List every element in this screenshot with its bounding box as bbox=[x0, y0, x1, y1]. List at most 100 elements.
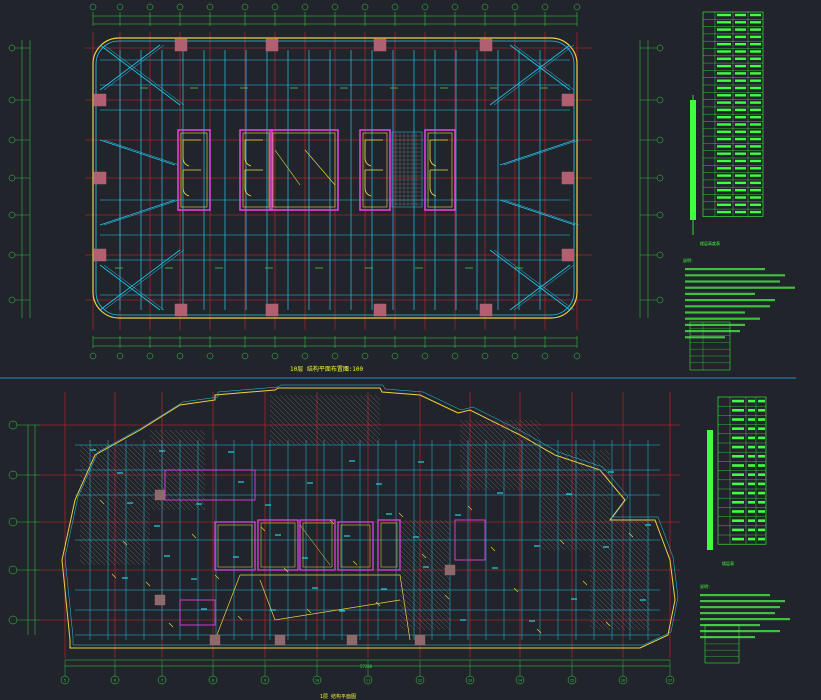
hatch-line bbox=[79, 479, 151, 551]
table-cell-text bbox=[732, 519, 744, 522]
table-cell-text bbox=[732, 427, 744, 430]
table-cell-text bbox=[717, 28, 731, 31]
rebar-mark bbox=[237, 615, 243, 621]
table-cell-text bbox=[717, 57, 731, 60]
note-line bbox=[685, 336, 725, 339]
hatch-line bbox=[484, 419, 541, 476]
hatch-line bbox=[459, 474, 476, 491]
table-cell-text bbox=[758, 510, 765, 513]
hatch-line bbox=[364, 394, 381, 411]
axis-label: 7 bbox=[161, 679, 163, 683]
rebar-mark bbox=[444, 594, 450, 600]
hatch-line bbox=[399, 574, 451, 626]
hatch-line bbox=[149, 454, 206, 511]
table-cell-text bbox=[735, 116, 746, 119]
hatch-line bbox=[79, 539, 106, 566]
table-cell-text bbox=[748, 537, 755, 541]
hatch-line bbox=[619, 519, 651, 551]
note-line bbox=[700, 636, 755, 639]
core-inner-wall bbox=[427, 132, 453, 208]
table-cell-text bbox=[735, 159, 746, 163]
table-cell-text bbox=[732, 399, 744, 403]
table-cell-text bbox=[758, 491, 765, 495]
core-wall bbox=[214, 521, 256, 571]
table-cell-text bbox=[732, 445, 744, 449]
hatch-line bbox=[269, 409, 306, 446]
column bbox=[346, 634, 358, 646]
hatch-line bbox=[399, 579, 451, 631]
core-inner-wall bbox=[260, 522, 296, 568]
rebar-mark bbox=[352, 560, 358, 566]
table-cell-text bbox=[748, 409, 755, 412]
hatch-line bbox=[539, 534, 556, 551]
table-cell-text bbox=[732, 482, 744, 486]
axis-bubble bbox=[481, 352, 489, 360]
hatch-line bbox=[599, 519, 651, 571]
diagonal-beam bbox=[493, 44, 575, 106]
table-cell-text bbox=[750, 101, 761, 104]
table-cell-text bbox=[717, 174, 731, 177]
hatched-area bbox=[269, 394, 381, 446]
table-cell-text bbox=[748, 399, 755, 403]
hatch-line bbox=[589, 564, 651, 626]
column bbox=[93, 93, 107, 107]
diagonal-beam bbox=[99, 44, 181, 106]
rebar-mark bbox=[628, 532, 634, 538]
table-cell-text bbox=[750, 28, 761, 31]
axis-bubble bbox=[511, 3, 519, 11]
hatch-line bbox=[624, 519, 651, 546]
table-cell-text bbox=[750, 21, 761, 24]
table-cell-text bbox=[758, 501, 765, 504]
table-cell-text bbox=[735, 174, 746, 177]
bottom-table-label: 楼层表 bbox=[722, 560, 734, 566]
hatch-line bbox=[369, 394, 381, 406]
table-cell-text bbox=[758, 436, 765, 440]
table-cell-text bbox=[732, 528, 744, 532]
note-line bbox=[700, 612, 775, 615]
table-cell-text bbox=[717, 94, 731, 97]
hatch-line bbox=[539, 499, 591, 551]
table-cell-text bbox=[735, 137, 746, 141]
axis-bubble bbox=[176, 3, 184, 11]
core-diagonal bbox=[299, 524, 331, 566]
diagonal-beam bbox=[103, 44, 185, 106]
hatch-line bbox=[459, 434, 516, 491]
table-cell-text bbox=[735, 57, 746, 60]
hatch-line bbox=[539, 519, 571, 551]
table-cell-text bbox=[750, 64, 761, 68]
table-side-text bbox=[690, 100, 696, 220]
diagonal-beam bbox=[493, 249, 575, 311]
hatch-line bbox=[109, 444, 151, 486]
hatch-line bbox=[589, 574, 646, 631]
table-cell-text bbox=[750, 13, 761, 17]
table-cell-text bbox=[717, 101, 731, 104]
hatch-line bbox=[79, 469, 151, 541]
table-cell-text bbox=[750, 35, 761, 39]
diagonal-beam bbox=[103, 199, 180, 226]
hatch-line bbox=[399, 539, 451, 591]
table-cell-text bbox=[735, 145, 746, 148]
hatch-line bbox=[164, 429, 206, 471]
core-wall bbox=[269, 129, 339, 211]
table-cell-text bbox=[717, 189, 731, 192]
core-wall bbox=[377, 519, 401, 571]
hatch-line bbox=[589, 569, 651, 631]
table-cell-text bbox=[717, 145, 731, 148]
hatch-line bbox=[399, 559, 451, 611]
hatch-line bbox=[134, 444, 151, 461]
note-line bbox=[700, 630, 780, 633]
hatch-line bbox=[494, 419, 541, 466]
table-cell-text bbox=[750, 50, 761, 53]
note-line bbox=[685, 299, 775, 302]
diagonal-beam bbox=[99, 199, 176, 226]
table-cell-text bbox=[758, 537, 765, 541]
core-detail bbox=[429, 169, 448, 197]
slab-edge bbox=[61, 387, 676, 649]
hatch-line bbox=[79, 484, 151, 556]
hatch-line bbox=[459, 469, 481, 491]
top-table-label: 楼层高度表 bbox=[700, 240, 720, 246]
note-line bbox=[685, 323, 745, 326]
axis-bubble bbox=[421, 3, 429, 11]
axis-bubble bbox=[481, 3, 489, 11]
